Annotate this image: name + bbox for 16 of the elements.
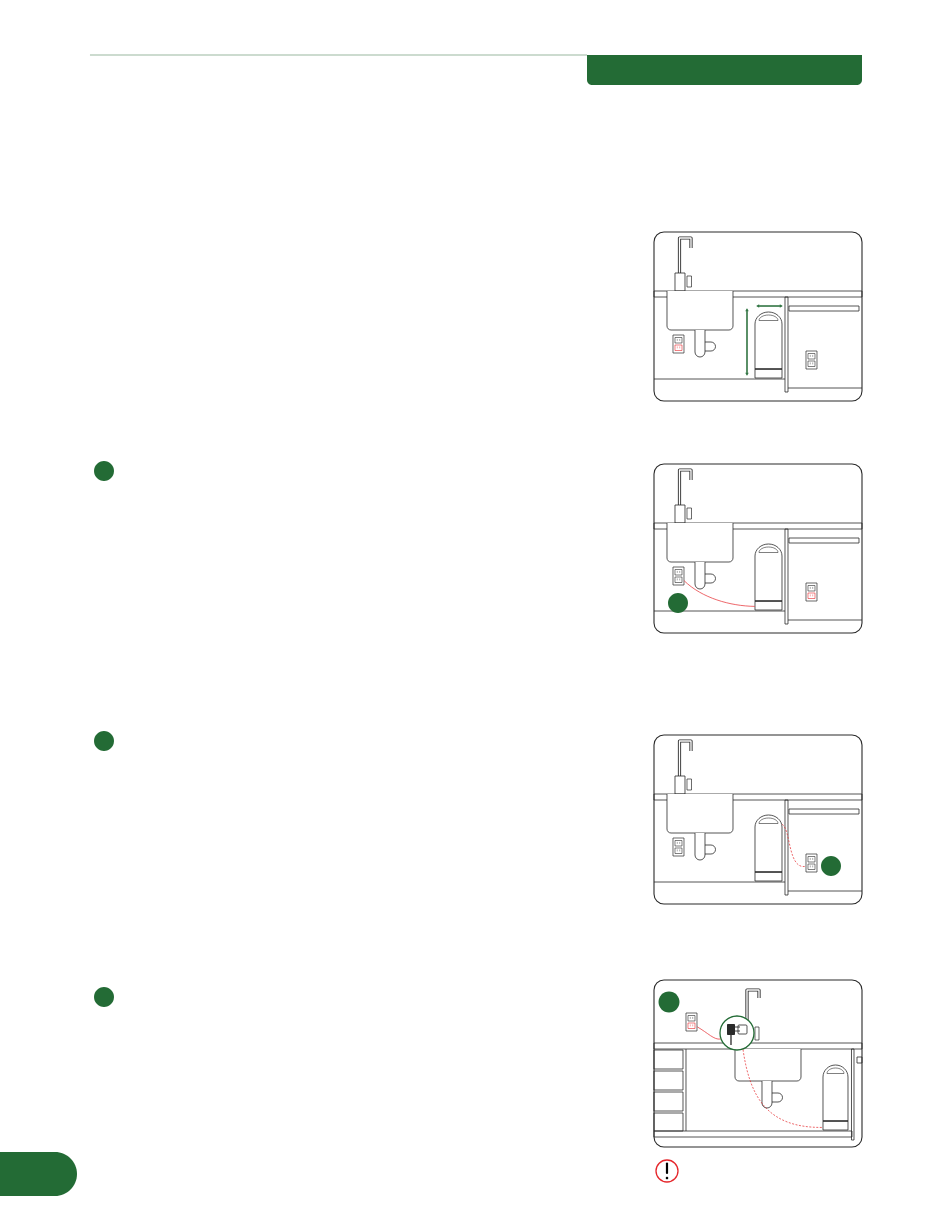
- power-cord: [742, 1049, 824, 1128]
- wall-outlet: [805, 350, 818, 370]
- power-cord: [781, 823, 807, 867]
- under-sink-unit: [754, 311, 783, 379]
- under-sink-unit: [754, 543, 783, 611]
- wall-outlet: [672, 837, 685, 857]
- under-sink-unit: [754, 814, 783, 882]
- wall-outlet: [805, 853, 818, 873]
- wall-outlet: [685, 1012, 698, 1032]
- wall-outlet: [805, 582, 818, 602]
- power-cord: [683, 580, 756, 607]
- plug-magnifier: [719, 1015, 755, 1051]
- under-sink-unit: [822, 1064, 849, 1131]
- power-cord: [696, 1026, 721, 1040]
- wall-outlet: [672, 334, 685, 354]
- wall-outlet: [672, 566, 685, 586]
